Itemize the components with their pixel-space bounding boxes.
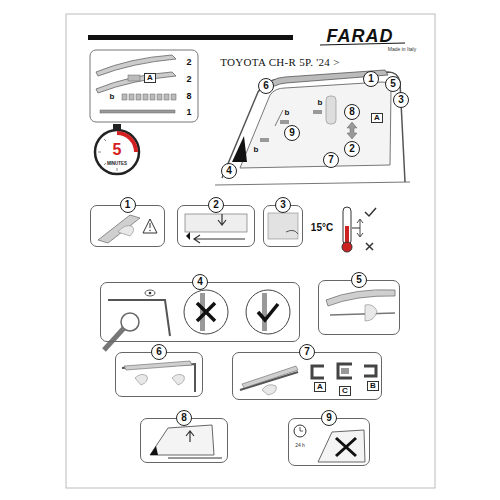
- callout-circle: 4: [221, 163, 237, 179]
- part-quantity: 2: [186, 75, 191, 84]
- callout-circle: 5: [385, 76, 401, 92]
- step-number: 4: [192, 274, 208, 290]
- step-panel: 3: [263, 205, 303, 247]
- timer-number: 5: [113, 142, 122, 158]
- clip-letter: B: [367, 381, 379, 391]
- clip-letter: A: [314, 382, 326, 392]
- clip-letter: C: [339, 386, 351, 396]
- callout-circle: 3: [393, 92, 409, 108]
- step-panel: 6: [115, 352, 203, 397]
- part-quantity: 2: [186, 58, 191, 67]
- callout-circle: 2: [344, 141, 360, 157]
- part-quantity: 1: [186, 108, 191, 117]
- step-panel: 1: [90, 205, 165, 247]
- step-panel: 8: [140, 418, 228, 463]
- origin-note: Made in Italy: [388, 47, 416, 52]
- callout-number: 8: [349, 107, 355, 117]
- callout-circle: 7: [323, 152, 339, 168]
- step-number: 6: [151, 344, 167, 360]
- step-number: 3: [275, 197, 291, 213]
- part-letter: b: [318, 99, 323, 107]
- step-number: 1: [120, 197, 136, 213]
- callout-number: 3: [398, 95, 404, 105]
- step-number: 2: [208, 197, 224, 213]
- step-panel: 4: [100, 282, 300, 342]
- callout-number: 2: [349, 144, 355, 154]
- part-letter: A: [371, 113, 383, 123]
- part-quantity: 8: [186, 92, 191, 101]
- step-panel: 2: [177, 205, 255, 247]
- step-number: 5: [351, 272, 367, 288]
- part-letter: b: [285, 109, 290, 117]
- step-number: 9: [321, 410, 337, 426]
- timer-unit: MINUTES: [107, 162, 127, 167]
- callout-number: 6: [263, 81, 269, 91]
- step-number: 8: [176, 410, 192, 426]
- callout-circle: 8: [344, 104, 360, 120]
- sheet-title: TOYOTA CH-R 5P. '24 >: [220, 57, 339, 68]
- temperature-value: 15°C: [311, 223, 333, 233]
- callout-number: 9: [289, 128, 295, 138]
- callout-number: 4: [226, 166, 232, 176]
- callout-number: 1: [368, 74, 374, 84]
- part-letter: b: [110, 93, 115, 101]
- callout-circle: 6: [258, 78, 274, 94]
- brand-logo: FARAD: [327, 27, 394, 45]
- callout-number: 7: [328, 155, 334, 165]
- step-number: 7: [299, 344, 315, 360]
- callout-number: 5: [390, 79, 396, 89]
- callout-circle: 1: [363, 71, 379, 87]
- step-panel: 7: [232, 352, 382, 400]
- wait-time: 24 h: [295, 443, 305, 448]
- callout-circle: 9: [284, 125, 300, 141]
- part-letter: A: [144, 73, 156, 83]
- part-letter: b: [254, 146, 259, 154]
- step-panel: 5: [318, 280, 400, 335]
